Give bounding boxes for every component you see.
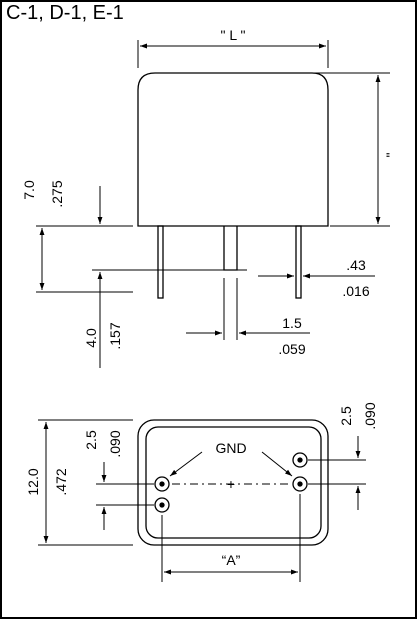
pin-left-top: [154, 476, 170, 492]
lead-diameter-mm: .43: [346, 257, 366, 273]
lead-offset-inch: .059: [278, 341, 305, 357]
pin-left-bottom: [154, 497, 170, 513]
width-mm: 12.0: [25, 468, 41, 495]
polarity-mark: +: [227, 476, 235, 492]
lead-length-inch: .275: [49, 180, 65, 207]
lead-length-mm: 7.0: [21, 180, 37, 200]
pin-spacing-right-inch: .090: [362, 402, 378, 429]
right-lead: [295, 225, 302, 299]
length-label: " L ": [221, 27, 246, 43]
body-outer-outline: [137, 419, 329, 546]
gnd-leader-left: [169, 451, 203, 477]
pitch-label: “A”: [222, 552, 241, 568]
lead-diameter-inch: .016: [342, 283, 369, 299]
side-view: [36, 40, 390, 368]
component-body: [137, 72, 329, 227]
standoff-mm: 4.0: [83, 328, 99, 348]
pin-right-top: [292, 452, 308, 468]
pin-right-bottom: [292, 476, 308, 492]
width-inch: .472: [53, 468, 69, 495]
pin-spacing-left-inch: .090: [107, 430, 123, 457]
bottom-view: [38, 419, 366, 582]
height-label: ": [383, 152, 399, 157]
part-title: C-1, D-1, E-1: [6, 2, 124, 24]
gnd-leader-right: [261, 451, 293, 477]
standoff: [223, 226, 238, 271]
pin-spacing-left-mm: 2.5: [83, 430, 99, 450]
pin-spacing-right-mm: 2.5: [338, 406, 354, 426]
standoff-inch: .157: [107, 322, 123, 349]
lead-offset-mm: 1.5: [282, 315, 302, 331]
gnd-label: GND: [215, 440, 246, 456]
left-lead: [157, 225, 164, 299]
body-inner-outline: [145, 426, 322, 539]
